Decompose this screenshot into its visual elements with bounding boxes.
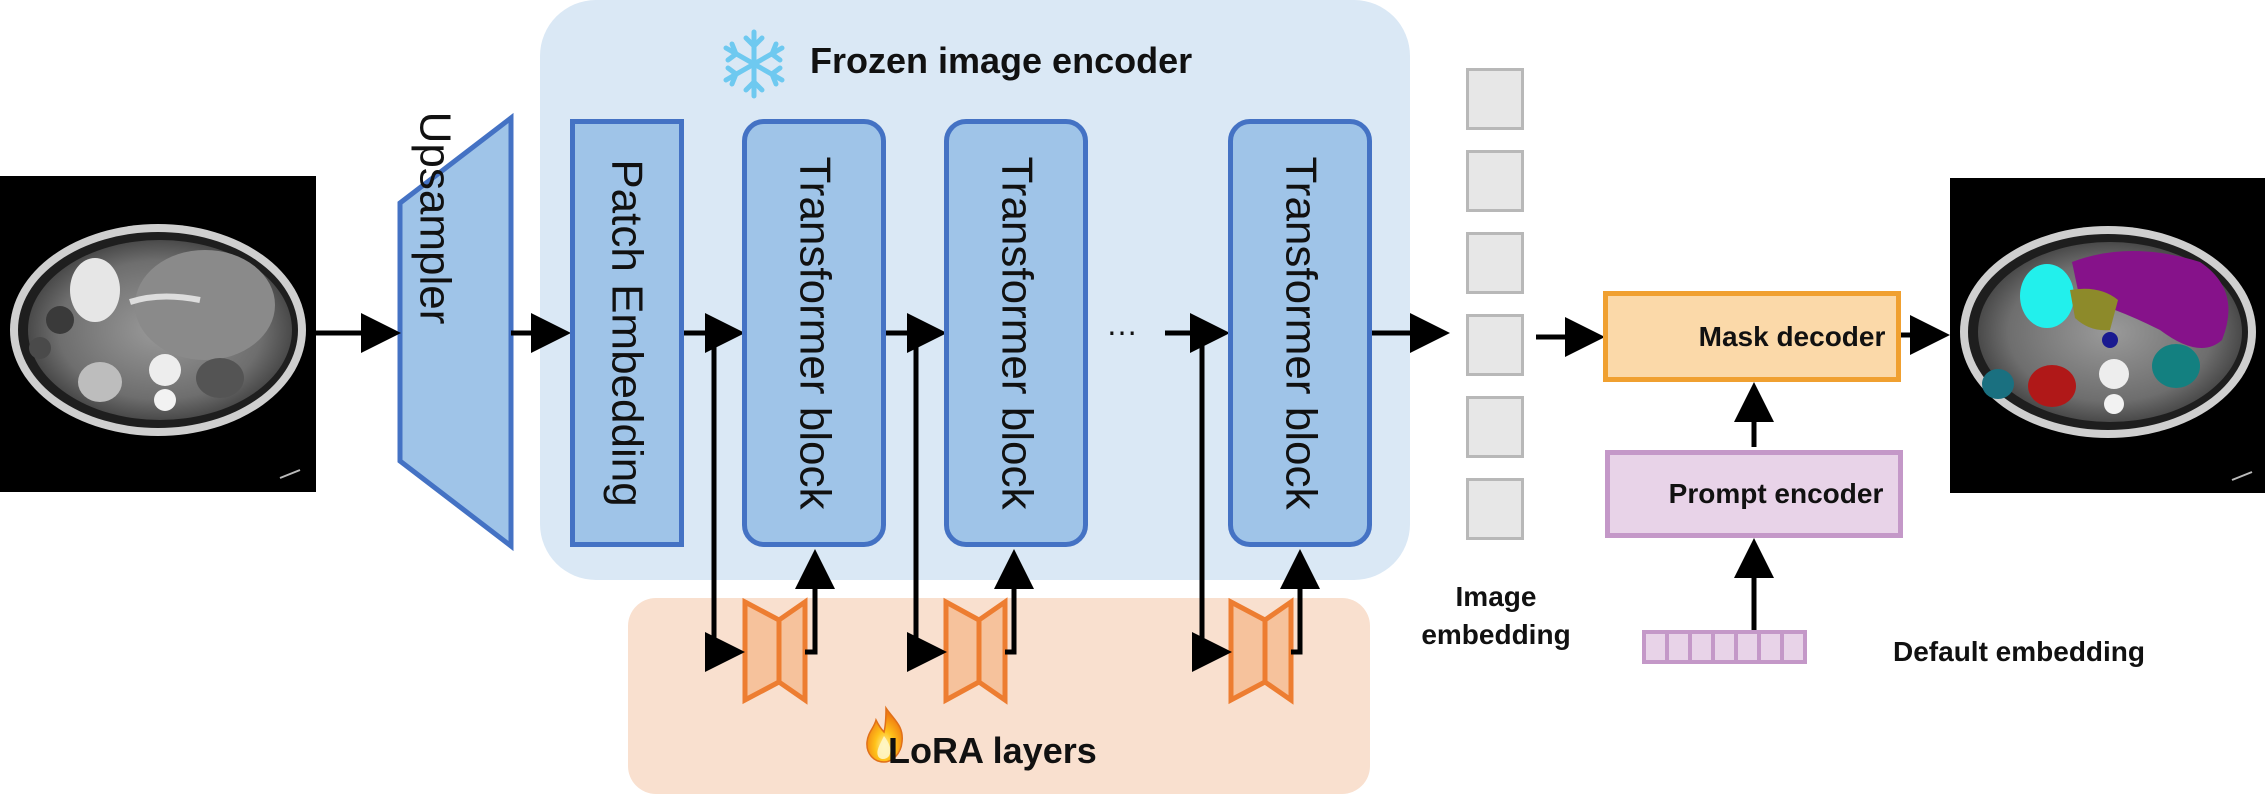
prompt-encoder-block: Prompt encoder bbox=[1605, 450, 1903, 538]
ellipsis: … bbox=[1106, 306, 1138, 342]
default-token bbox=[1780, 630, 1807, 664]
embedding-token bbox=[1466, 396, 1524, 458]
default-embedding-tokens bbox=[1642, 630, 1807, 664]
embedding-token bbox=[1466, 314, 1524, 376]
image-embedding-label: Image embedding bbox=[1421, 581, 1571, 650]
embedding-token bbox=[1466, 232, 1524, 294]
lora-adapter bbox=[943, 597, 1008, 705]
patch-embedding-label: Patch Embedding bbox=[603, 159, 652, 507]
input-ct-image bbox=[0, 176, 316, 492]
embedding-token bbox=[1466, 150, 1524, 212]
default-embedding-label: Default embedding bbox=[1893, 636, 2146, 667]
default-token bbox=[1688, 630, 1715, 664]
flow-arrows bbox=[316, 313, 1950, 672]
embedding-token bbox=[1466, 478, 1524, 540]
transformer-block-label: Transformer block bbox=[790, 156, 839, 510]
snowflake-icon bbox=[723, 29, 785, 99]
upsampler-block bbox=[397, 112, 514, 552]
transformer-block-n: Transformer block bbox=[1228, 119, 1372, 547]
embedding-token bbox=[1466, 68, 1524, 130]
transformer-block-label: Transformer block bbox=[992, 156, 1041, 510]
mask-decoder-label: Mask decoder bbox=[1698, 320, 1886, 352]
transformer-block-1: Transformer block bbox=[742, 119, 886, 547]
default-token bbox=[1642, 630, 1669, 664]
frozen-encoder-title: Frozen image encoder bbox=[810, 40, 1193, 81]
transformer-block-label: Transformer block bbox=[1276, 156, 1325, 510]
patch-embedding-block: Patch Embedding bbox=[570, 119, 684, 547]
upsampler-label-wrap: Upsampler bbox=[399, 112, 469, 325]
prompt-encoder-label: Prompt encoder bbox=[1668, 478, 1884, 509]
mask-decoder-block: Mask decoder bbox=[1603, 291, 1901, 382]
transformer-block-2: Transformer block bbox=[944, 119, 1088, 547]
output-segmentation-image bbox=[1950, 178, 2265, 493]
lora-adapter bbox=[742, 597, 808, 705]
lora-adapter bbox=[1228, 597, 1294, 705]
upsampler-label: Upsampler bbox=[410, 111, 459, 325]
lora-layers-title: LoRA layers bbox=[888, 730, 1097, 771]
